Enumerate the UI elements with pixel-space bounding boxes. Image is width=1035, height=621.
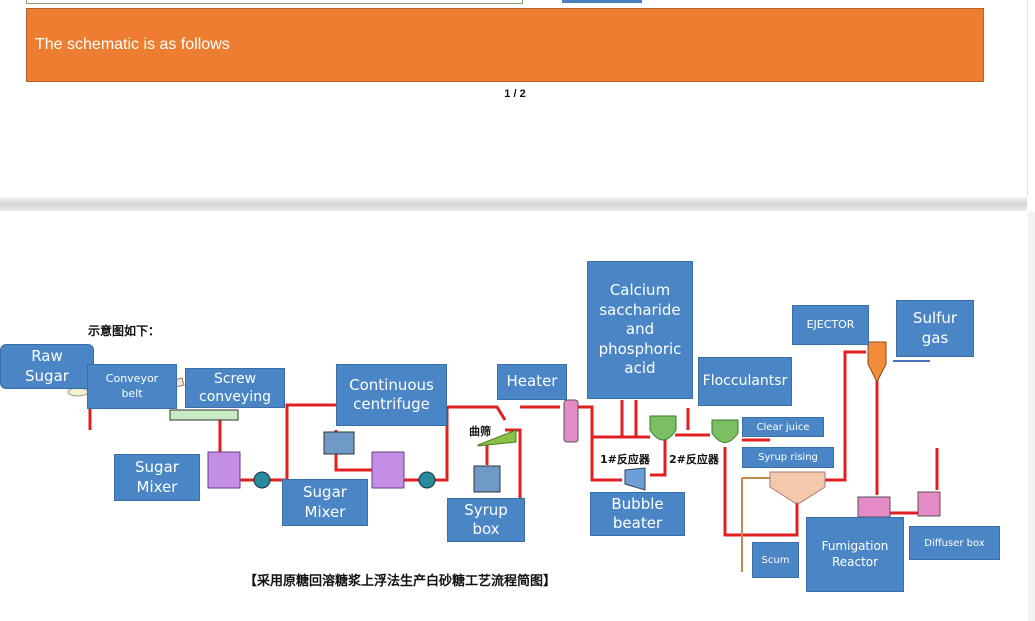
ejector-equipment [867, 341, 887, 384]
label-sugar-mixer-1: Sugar Mixer [114, 454, 200, 501]
fumigation-reactor-equipment [857, 496, 891, 518]
reactor-1 [649, 415, 677, 441]
scum-pipe [741, 477, 770, 572]
page-indicator: 1 / 2 [504, 88, 526, 100]
label-screw-conveying: Screw conveying [185, 368, 285, 408]
sugar-mixer-2 [371, 451, 405, 489]
heater-vessel [563, 399, 579, 443]
label-clear-juice: Clear juice [742, 417, 824, 437]
label-conveyor-belt: Conveyor belt [87, 364, 177, 409]
label-bubble-beater: Bubble beater [590, 492, 685, 536]
label-calcium-phosphoric: Calcium saccharide and phosphoric acid [587, 261, 693, 399]
label-raw-sugar: Raw Sugar [0, 344, 94, 389]
reactor-1-label: 1#反应器 [600, 453, 650, 466]
curved-sieve [477, 429, 517, 447]
sieve-label: 曲筛 [469, 425, 491, 438]
label-continuous-centrifuge: Continuous centrifuge [336, 364, 447, 426]
pump-1 [253, 471, 271, 489]
document-page-1: The schematic is as follows 1 / 2 [0, 0, 1028, 197]
diffuser-box-equipment [917, 491, 941, 517]
schematic-banner: The schematic is as follows [26, 8, 984, 82]
table-fragment [26, 0, 523, 4]
centrifuge [323, 431, 355, 455]
label-diffuser-box: Diffuser box [909, 526, 1000, 560]
label-syrup-rising: Syrup rising [742, 447, 834, 468]
label-fumigation-reactor: Fumigation Reactor [806, 517, 904, 592]
label-scum: Scum [752, 542, 799, 578]
screw-conveyor [169, 409, 239, 421]
label-sulfur-gas: Sulfur gas [896, 300, 974, 357]
reactor-2-label: 2#反应器 [669, 453, 719, 466]
page-separator [0, 197, 1027, 211]
pump-2 [418, 471, 436, 489]
floatation-clarifier [769, 471, 826, 504]
label-heater: Heater [497, 364, 567, 400]
diagram-caption: 【采用原糖回溶糖浆上浮法生产白砂糖工艺流程简图】 [244, 574, 557, 589]
diagram-heading: 示意图如下： [88, 324, 161, 338]
label-flocculants: Flocculantsr [698, 357, 792, 406]
label-ejector: EJECTOR [792, 305, 869, 345]
reactor-2 [711, 419, 739, 443]
label-sugar-mixer-2: Sugar Mixer [282, 479, 368, 526]
blue-block-fragment [562, 0, 642, 3]
label-syrup-box: Syrup box [447, 498, 525, 542]
scrollbar[interactable] [1028, 212, 1035, 621]
banner-text: The schematic is as follows [35, 36, 230, 53]
bubble-beater-equipment [624, 467, 646, 491]
syrup-tank [473, 465, 501, 493]
sugar-mixer-1 [207, 451, 241, 489]
